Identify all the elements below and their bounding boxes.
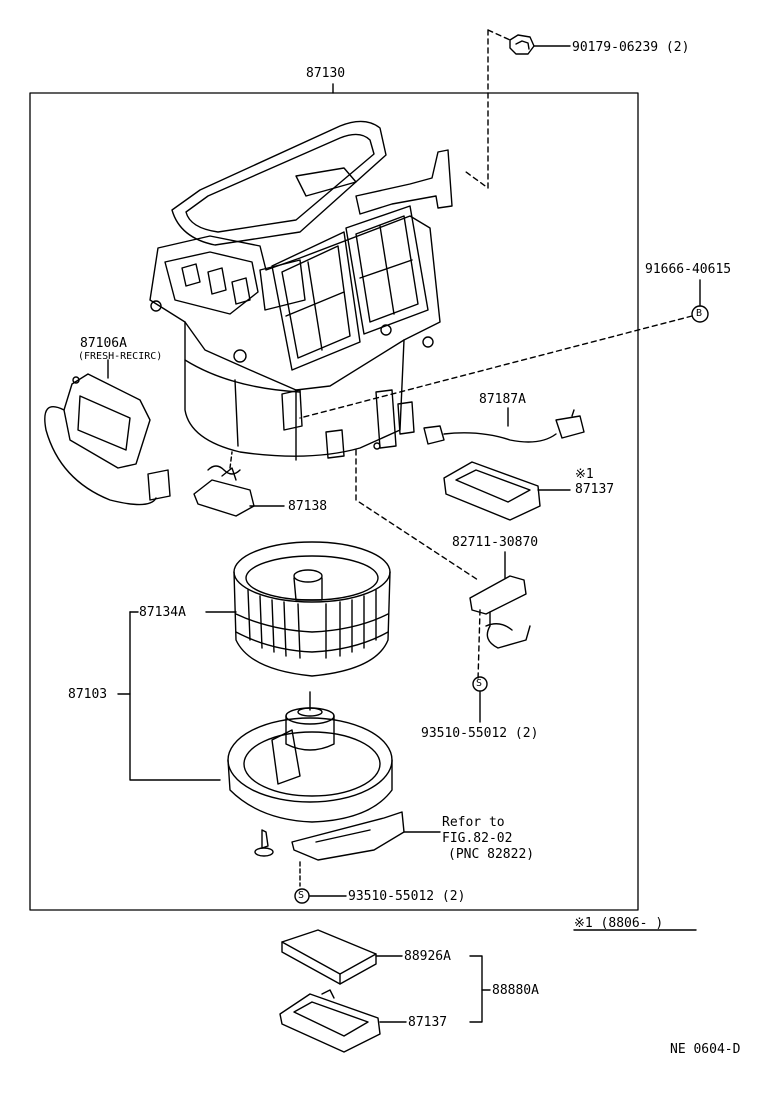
- part-label-90179: 90179-06239 (2): [572, 40, 690, 55]
- part-label-87106a: 87106A: [80, 336, 127, 351]
- part-label-87130: 87130: [306, 66, 346, 81]
- dashed-leader-top-bolt: [465, 29, 511, 189]
- bracket-87103: [129, 611, 221, 781]
- dashed-leader-b: [299, 315, 693, 419]
- part-label-87137-right: 87137: [575, 482, 615, 497]
- s-marker-circle-right: [472, 676, 488, 692]
- part-label-87187a: 87187A: [479, 392, 526, 407]
- part-label-91666: 91666-40615: [645, 262, 732, 277]
- dashed-leader-bracket: [355, 449, 479, 581]
- part-label-87103: 87103: [68, 687, 108, 702]
- part-label-87137-bottom: 87137: [408, 1015, 448, 1030]
- screw-drawing: [254, 829, 274, 857]
- date-note: ※1 (8806- ): [574, 916, 664, 931]
- refer-line-3: (PNC 82822): [448, 847, 535, 862]
- part-label-87138: 87138: [288, 499, 328, 514]
- blower-motor-drawing: [227, 691, 393, 823]
- s-marker-circle-bottom: [294, 888, 310, 904]
- resistor-drawing: [193, 451, 285, 517]
- fan-wheel-drawing: [233, 541, 391, 677]
- bracket-88880a: [469, 955, 483, 1023]
- s-marker-label-right: S: [476, 678, 483, 689]
- blower-housing-drawing: [149, 120, 453, 461]
- part-label-servo-note: (FRESH-RECIRC): [78, 351, 163, 362]
- servo-motor-drawing: [44, 359, 171, 506]
- part-label-87134a: 87134A: [139, 605, 186, 620]
- cover-plate-drawing: [291, 811, 441, 861]
- part-label-88880a: 88880A: [492, 983, 539, 998]
- b-marker-label: B: [696, 308, 703, 319]
- bracket-drawing: [469, 551, 531, 681]
- refer-line-1: Refor to: [442, 815, 505, 830]
- b-marker-circle: [691, 305, 709, 323]
- filter-element-drawing: [281, 929, 403, 985]
- filter-case-bottom-drawing: [279, 989, 407, 1053]
- part-label-88926a: 88926A: [404, 949, 451, 964]
- figure-code: NE 0604-D: [670, 1042, 741, 1057]
- s-marker-label-bottom: S: [298, 890, 305, 901]
- assembly-frame: [29, 92, 639, 911]
- part-label-93510-bottom: 93510-55012 (2): [348, 889, 466, 904]
- part-label-filter-note: ※1: [575, 467, 594, 482]
- part-label-93510-right: 93510-55012 (2): [421, 726, 539, 741]
- top-bolt-icon: [509, 34, 571, 55]
- refer-line-2: FIG.82-02: [442, 831, 513, 846]
- filter-case-right-drawing: [443, 461, 571, 521]
- wire-harness-drawing: [423, 407, 585, 445]
- part-label-82711: 82711-30870: [452, 535, 539, 550]
